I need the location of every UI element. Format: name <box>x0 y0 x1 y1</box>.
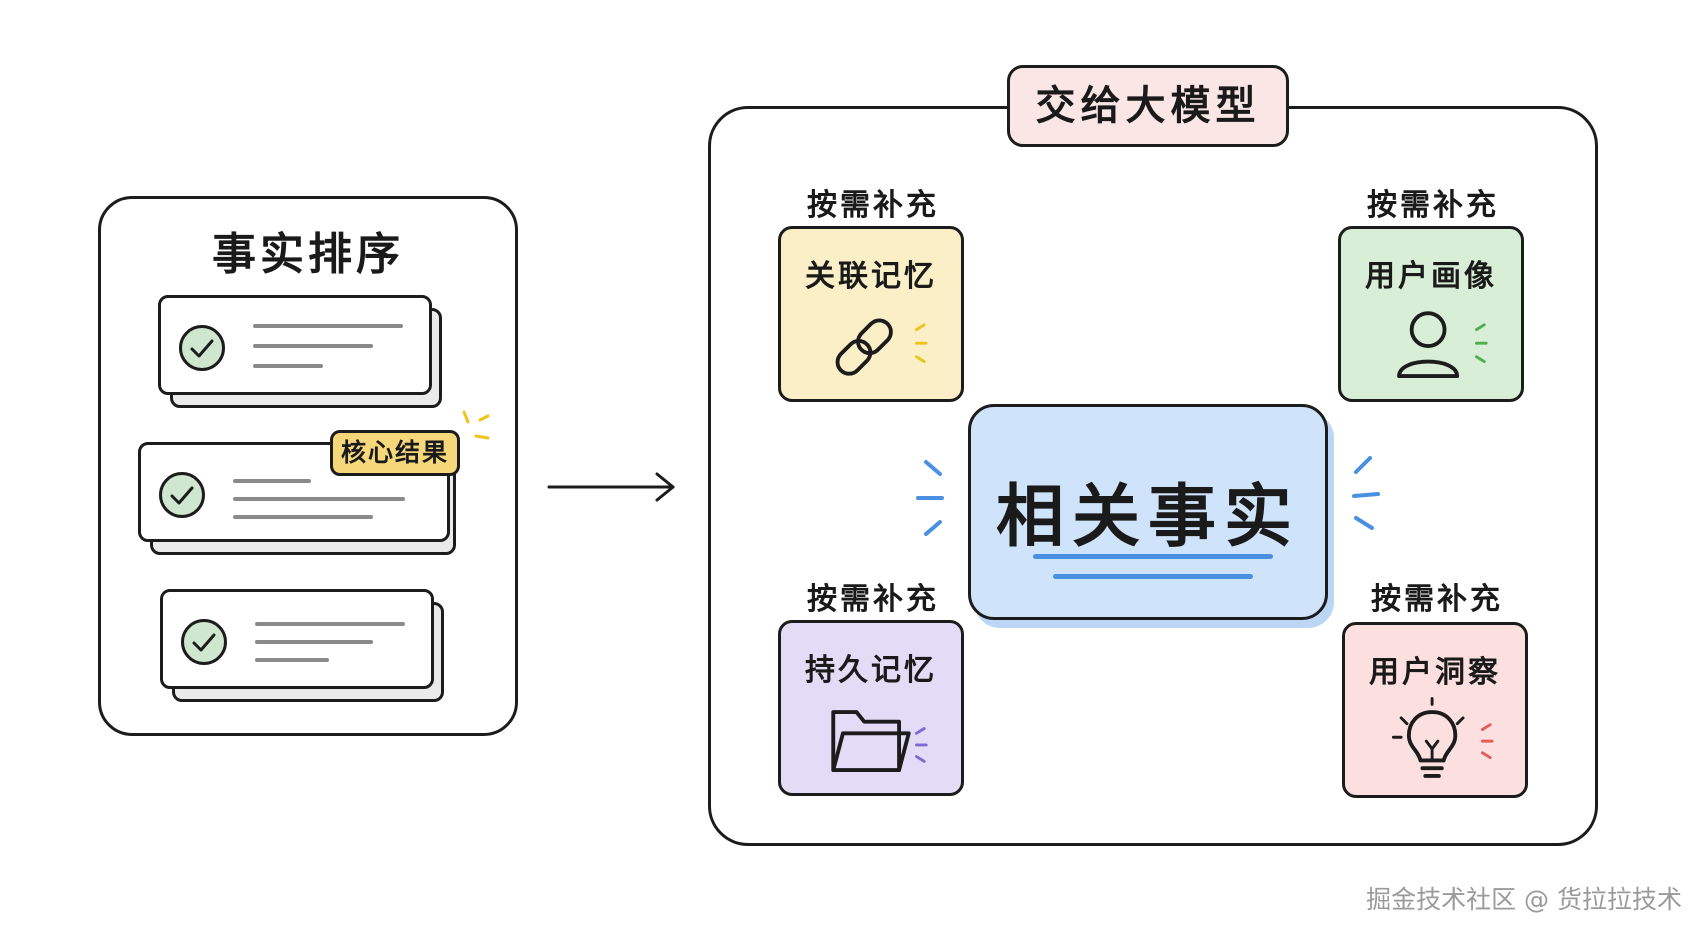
text-line <box>255 658 329 662</box>
module-persistent-memory: 持久记忆 <box>778 620 964 796</box>
lightbulb-icon <box>1391 697 1494 778</box>
text-line <box>233 497 405 501</box>
fact-card <box>160 589 434 689</box>
underline <box>1033 554 1273 559</box>
check-icon <box>179 325 225 371</box>
text-line <box>255 640 373 644</box>
module-title: 关联记忆 <box>805 259 937 294</box>
module-related-memory: 关联记忆 <box>778 226 964 402</box>
module-title: 用户画像 <box>1365 259 1497 294</box>
text-line <box>233 515 373 519</box>
text-line <box>253 364 323 368</box>
module-user-insight: 用户洞察 <box>1342 622 1528 798</box>
arrow-right-icon <box>547 472 675 502</box>
text-line <box>233 479 311 483</box>
watermark: 掘金技术社区 @ 货拉拉技术 <box>1366 885 1682 914</box>
check-icon <box>159 472 205 518</box>
check-icon <box>181 619 227 665</box>
llm-header-label: 交给大模型 <box>1007 65 1289 147</box>
sparkle-left-icon <box>916 460 944 536</box>
link-icon <box>835 318 928 376</box>
text-line <box>253 324 403 328</box>
underline <box>1053 574 1253 579</box>
text-line <box>255 622 405 626</box>
supplement-label: 按需补充 <box>1371 582 1503 617</box>
sparkle-right-icon <box>1352 456 1380 530</box>
supplement-label: 按需补充 <box>807 188 939 223</box>
text-line <box>253 344 373 348</box>
relevant-facts-title: 相关事实 <box>995 478 1300 557</box>
fact-card <box>158 295 432 395</box>
core-result-badge: 核心结果 <box>330 430 460 476</box>
supplement-label: 按需补充 <box>1367 188 1499 223</box>
folder-icon <box>831 710 928 773</box>
fact-card-core <box>138 442 450 542</box>
module-title: 用户洞察 <box>1369 655 1501 690</box>
module-title: 持久记忆 <box>805 653 937 688</box>
supplement-label: 按需补充 <box>807 582 939 617</box>
module-user-profile: 用户画像 <box>1338 226 1524 402</box>
user-icon <box>1397 311 1488 379</box>
fact-ranking-title: 事实排序 <box>212 229 404 280</box>
relevant-facts-card: 相关事实 <box>968 404 1328 620</box>
sparkle-icon <box>462 410 490 440</box>
